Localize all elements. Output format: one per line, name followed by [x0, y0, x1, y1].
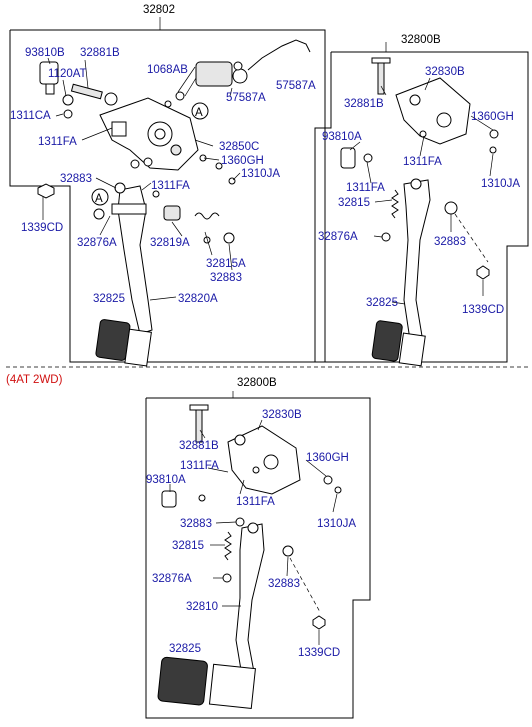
nut-1339cd-c: [312, 615, 326, 630]
nut-1339cd-b: [476, 265, 490, 280]
assembly-a-frame: [9, 29, 326, 363]
label-32881b-b: 32881B: [344, 98, 384, 110]
label-1360gh: 1360GH: [221, 155, 264, 167]
bolt-32881b-b: [377, 59, 385, 95]
spring-32815-b: [391, 189, 399, 219]
assembly-c-frame: [145, 397, 371, 719]
label-1310ja-b: 1310JA: [481, 178, 520, 190]
label-32815-c: 32815: [172, 540, 204, 552]
bolt-32881b: [70, 83, 103, 100]
label-32883-bot: 32883: [210, 272, 242, 284]
bolt-32881b-c: [195, 407, 203, 443]
label-1311fa-b1: 1311FA: [403, 156, 442, 168]
label-1311fa-left: 1311FA: [38, 136, 77, 148]
label-1339cd-b: 1339CD: [462, 304, 504, 316]
spring-32815a: [194, 212, 220, 220]
label-1311fa-c2: 1311FA: [236, 496, 275, 508]
pedal-arm-b: [403, 179, 431, 341]
label-1339cd: 1339CD: [21, 222, 63, 234]
label-32825-b: 32825: [366, 297, 398, 309]
svg-text:A: A: [195, 107, 203, 119]
assembly-b-title: 32800B: [401, 34, 441, 46]
pedal-pad-32825: [95, 319, 152, 367]
label-32876a-b: 32876A: [318, 231, 358, 243]
label-32881b: 32881B: [80, 47, 120, 59]
callout-a-2: [191, 102, 209, 120]
pedal-arm-32820a: [117, 185, 153, 335]
label-1310ja-c: 1310JA: [317, 518, 356, 530]
label-93810a-b: 93810A: [322, 131, 362, 143]
label-1360gh-c: 1360GH: [306, 452, 349, 464]
svg-text:A: A: [95, 193, 103, 205]
assembly-b-frame: [314, 51, 529, 363]
label-32819a: 32819A: [150, 237, 190, 249]
label-32881b-c: 32881B: [179, 440, 219, 452]
callout-a-1: [91, 188, 109, 206]
label-32883-b: 32883: [434, 236, 466, 248]
label-1360gh-b: 1360GH: [471, 111, 514, 123]
switch-93810a-b: [340, 147, 356, 169]
label-1311ca: 1311CA: [10, 110, 51, 122]
label-57587a-top: 57587A: [276, 80, 316, 92]
label-32830b-b: 32830B: [425, 66, 465, 78]
label-1311fa-b2: 1311FA: [346, 182, 385, 194]
spring-32815-c: [224, 531, 232, 561]
label-32825: 32825: [93, 293, 125, 305]
assembly-b: 32800B 32830B 32881B: [314, 34, 529, 367]
switch-93810a-c: [161, 490, 177, 508]
assembly-a-title: 32802: [143, 4, 175, 16]
label-32883-top: 32883: [60, 173, 92, 185]
master-cylinder: [195, 61, 233, 87]
label-93810b: 93810B: [25, 47, 65, 59]
pedal-arm-32810-c: [235, 523, 265, 677]
label-32830b-c: 32830B: [262, 409, 302, 421]
pedal-pad-c: [157, 656, 256, 710]
clutch-hose: [247, 39, 311, 71]
label-32876a: 32876A: [77, 237, 117, 249]
variant-note: (4AT 2WD): [6, 374, 63, 386]
label-32810-c: 32810: [186, 601, 218, 613]
pedal-pad-b: [371, 320, 426, 367]
label-1068ab: 1068AB: [147, 64, 188, 76]
label-57587a-mid: 57587A: [226, 92, 266, 104]
label-32815-b: 32815: [338, 197, 370, 209]
label-32883-c2: 32883: [268, 578, 300, 590]
label-1310ja: 1310JA: [241, 168, 280, 180]
label-32883-c1: 32883: [180, 518, 212, 530]
label-93810a-c: 93810A: [146, 474, 186, 486]
label-1120at: 1120AT: [48, 68, 87, 80]
assembly-c: 32800B 32830B: [145, 377, 371, 719]
stopper-32819a: [163, 205, 181, 221]
assembly-a: 32802 A A: [9, 4, 326, 367]
label-32815a: 32815A: [206, 258, 246, 270]
label-32825-c: 32825: [169, 643, 201, 655]
nut-1339cd-a: [37, 183, 55, 199]
label-32820a: 32820A: [178, 293, 218, 305]
label-1311fa-c1: 1311FA: [180, 460, 219, 472]
label-1311fa-mid: 1311FA: [151, 180, 190, 192]
assembly-c-title: 32800B: [237, 377, 277, 389]
bracket-32830b-b: [395, 77, 471, 145]
label-32850c: 32850C: [219, 141, 259, 153]
label-1339cd-c: 1339CD: [298, 647, 340, 659]
label-32876a-c: 32876A: [152, 573, 192, 585]
